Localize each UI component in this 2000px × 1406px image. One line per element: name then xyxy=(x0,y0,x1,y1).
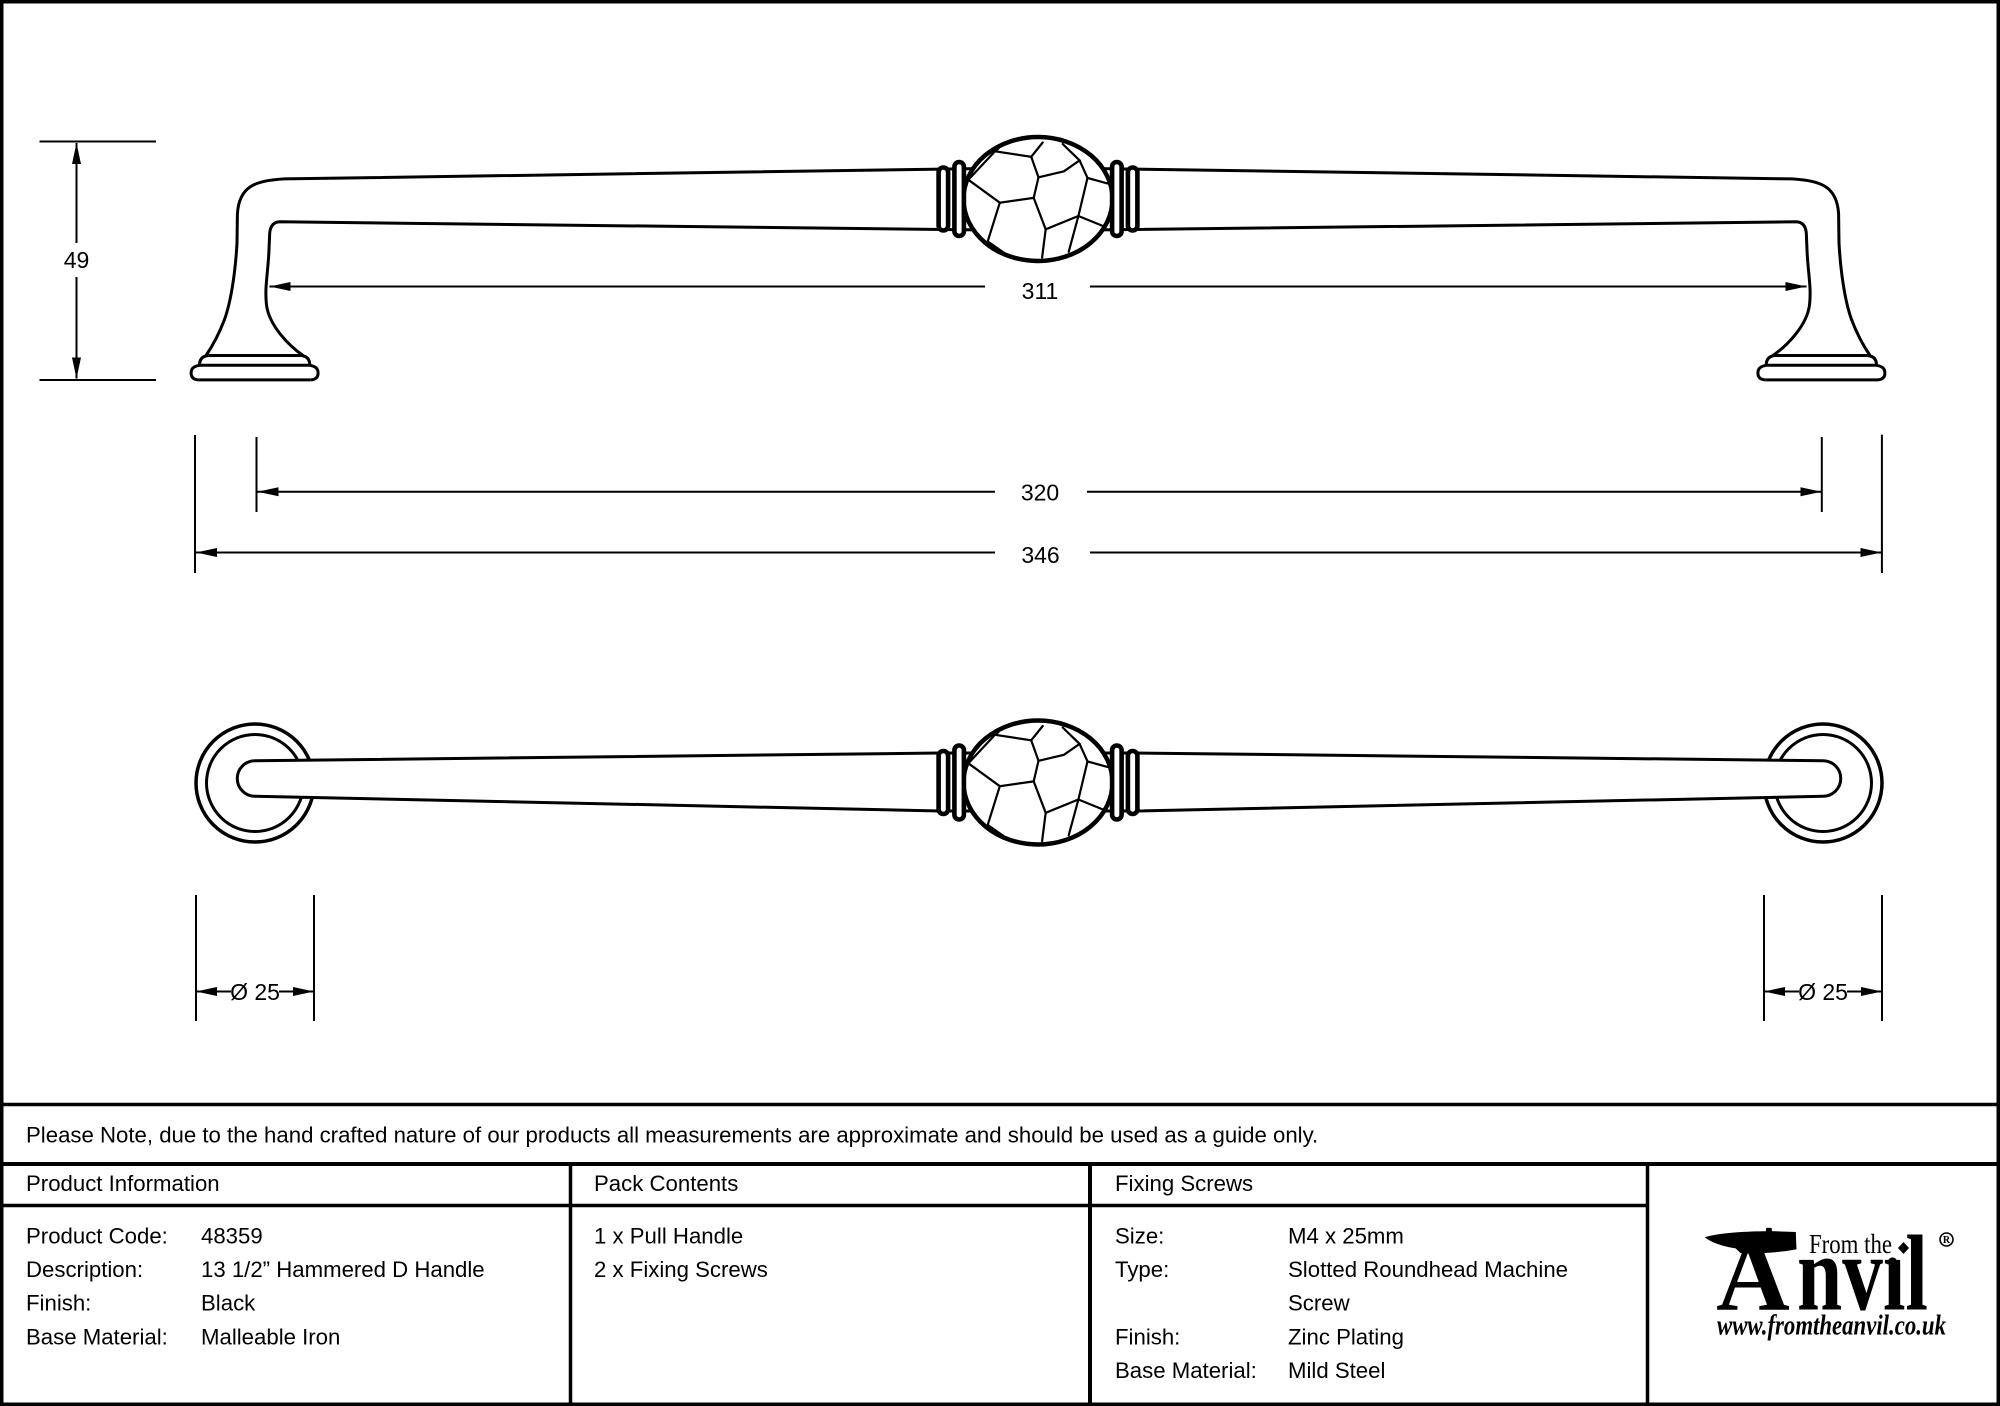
svg-text:311: 311 xyxy=(1022,278,1059,304)
svg-text:13 1/2” Hammered D Handle: 13 1/2” Hammered D Handle xyxy=(201,1257,485,1282)
svg-text:www.fromtheanvil.co.uk: www.fromtheanvil.co.uk xyxy=(1717,1310,1946,1342)
svg-text:Screw: Screw xyxy=(1288,1291,1351,1316)
svg-text:Ø 25: Ø 25 xyxy=(230,979,280,1005)
svg-text:Pack Contents: Pack Contents xyxy=(594,1171,738,1196)
svg-text:Ø 25: Ø 25 xyxy=(1798,979,1848,1005)
svg-text:Type:: Type: xyxy=(1115,1257,1169,1282)
svg-text:Zinc Plating: Zinc Plating xyxy=(1288,1324,1404,1349)
svg-text:Product Information: Product Information xyxy=(26,1171,220,1196)
svg-text:R: R xyxy=(1943,1235,1951,1246)
svg-text:2 x Fixing Screws: 2 x Fixing Screws xyxy=(594,1257,768,1282)
svg-text:From the: From the xyxy=(1809,1228,1892,1259)
svg-text:Please Note, due to the hand c: Please Note, due to the hand crafted nat… xyxy=(26,1123,1318,1148)
svg-text:M4 x 25mm: M4 x 25mm xyxy=(1288,1224,1404,1249)
svg-text:Slotted Roundhead Machine: Slotted Roundhead Machine xyxy=(1288,1257,1568,1282)
svg-text:Fixing Screws: Fixing Screws xyxy=(1115,1171,1253,1196)
svg-text:Description:: Description: xyxy=(26,1257,143,1282)
svg-text:Size:: Size: xyxy=(1115,1224,1164,1249)
svg-text:Black: Black xyxy=(201,1291,256,1316)
svg-text:Malleable Iron: Malleable Iron xyxy=(201,1324,340,1349)
svg-text:48359: 48359 xyxy=(201,1224,263,1249)
svg-text:Finish:: Finish: xyxy=(1115,1324,1180,1349)
svg-text:Mild Steel: Mild Steel xyxy=(1288,1358,1385,1383)
svg-text:320: 320 xyxy=(1021,480,1059,506)
svg-text:49: 49 xyxy=(64,247,90,273)
svg-text:346: 346 xyxy=(1021,542,1059,568)
svg-text:Base Material:: Base Material: xyxy=(1115,1358,1257,1383)
svg-text:Product Code:: Product Code: xyxy=(26,1224,168,1249)
svg-text:Finish:: Finish: xyxy=(26,1291,91,1316)
svg-text:Base Material:: Base Material: xyxy=(26,1324,168,1349)
svg-text:1 x Pull Handle: 1 x Pull Handle xyxy=(594,1224,743,1249)
svg-text:nvıl: nvıl xyxy=(1797,1215,1928,1334)
